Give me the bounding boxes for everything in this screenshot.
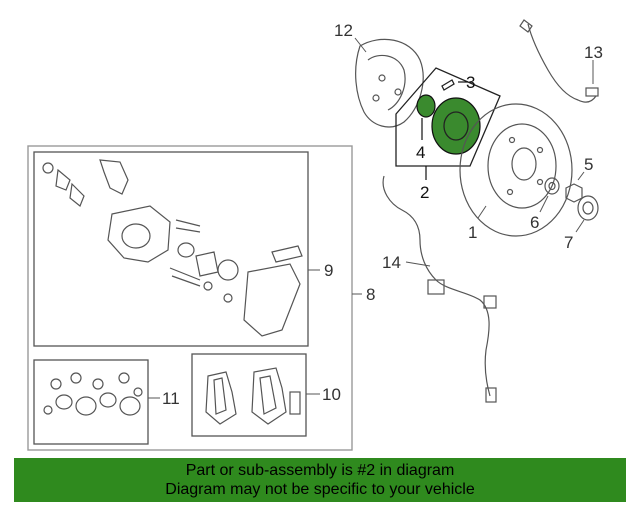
caliper-box bbox=[33, 151, 309, 347]
callout-13: 13 bbox=[584, 43, 603, 62]
abs-wire-upper bbox=[519, 19, 599, 103]
callout-4: 4 bbox=[416, 143, 425, 162]
leader-1 bbox=[477, 205, 487, 219]
hub-assembly-box bbox=[395, 67, 501, 167]
callout-12: 12 bbox=[334, 21, 353, 40]
leader-14 bbox=[405, 261, 431, 267]
callout-3: 3 bbox=[466, 73, 475, 92]
washer bbox=[544, 177, 560, 195]
callout-2: 2 bbox=[420, 183, 429, 202]
callout-5: 5 bbox=[584, 155, 593, 174]
callout-6: 6 bbox=[530, 213, 539, 232]
leader-7 bbox=[575, 219, 585, 233]
callout-1: 1 bbox=[468, 223, 477, 242]
hub-bearing-highlight bbox=[416, 79, 481, 155]
parts-diagram: 12 13 3 4 2 1 6 5 bbox=[27, 19, 603, 451]
hub-cap bbox=[577, 195, 599, 221]
callout-8: 8 bbox=[366, 285, 375, 304]
leader-6 bbox=[539, 195, 549, 213]
callout-10: 10 bbox=[322, 385, 341, 404]
banner-line-2: Diagram may not be specific to your vehi… bbox=[165, 481, 475, 498]
pad-set-box bbox=[191, 353, 307, 437]
seal-kit-box bbox=[33, 359, 149, 445]
callout-14: 14 bbox=[382, 253, 401, 272]
caliper-parts bbox=[42, 159, 303, 337]
callout-9: 9 bbox=[324, 261, 333, 280]
callout-11: 11 bbox=[162, 389, 180, 408]
callout-7: 7 bbox=[564, 233, 573, 252]
leader-5 bbox=[577, 171, 585, 181]
brake-disc bbox=[459, 103, 573, 237]
leader-12 bbox=[354, 37, 367, 53]
abs-wire-harness bbox=[382, 175, 497, 403]
banner-line-1: Part or sub-assembly is #2 in diagram bbox=[185, 462, 455, 479]
info-banner: Part or sub-assembly is #2 in diagram Di… bbox=[14, 458, 626, 502]
caliper-assembly-box bbox=[27, 145, 353, 451]
dust-shield bbox=[355, 38, 424, 128]
